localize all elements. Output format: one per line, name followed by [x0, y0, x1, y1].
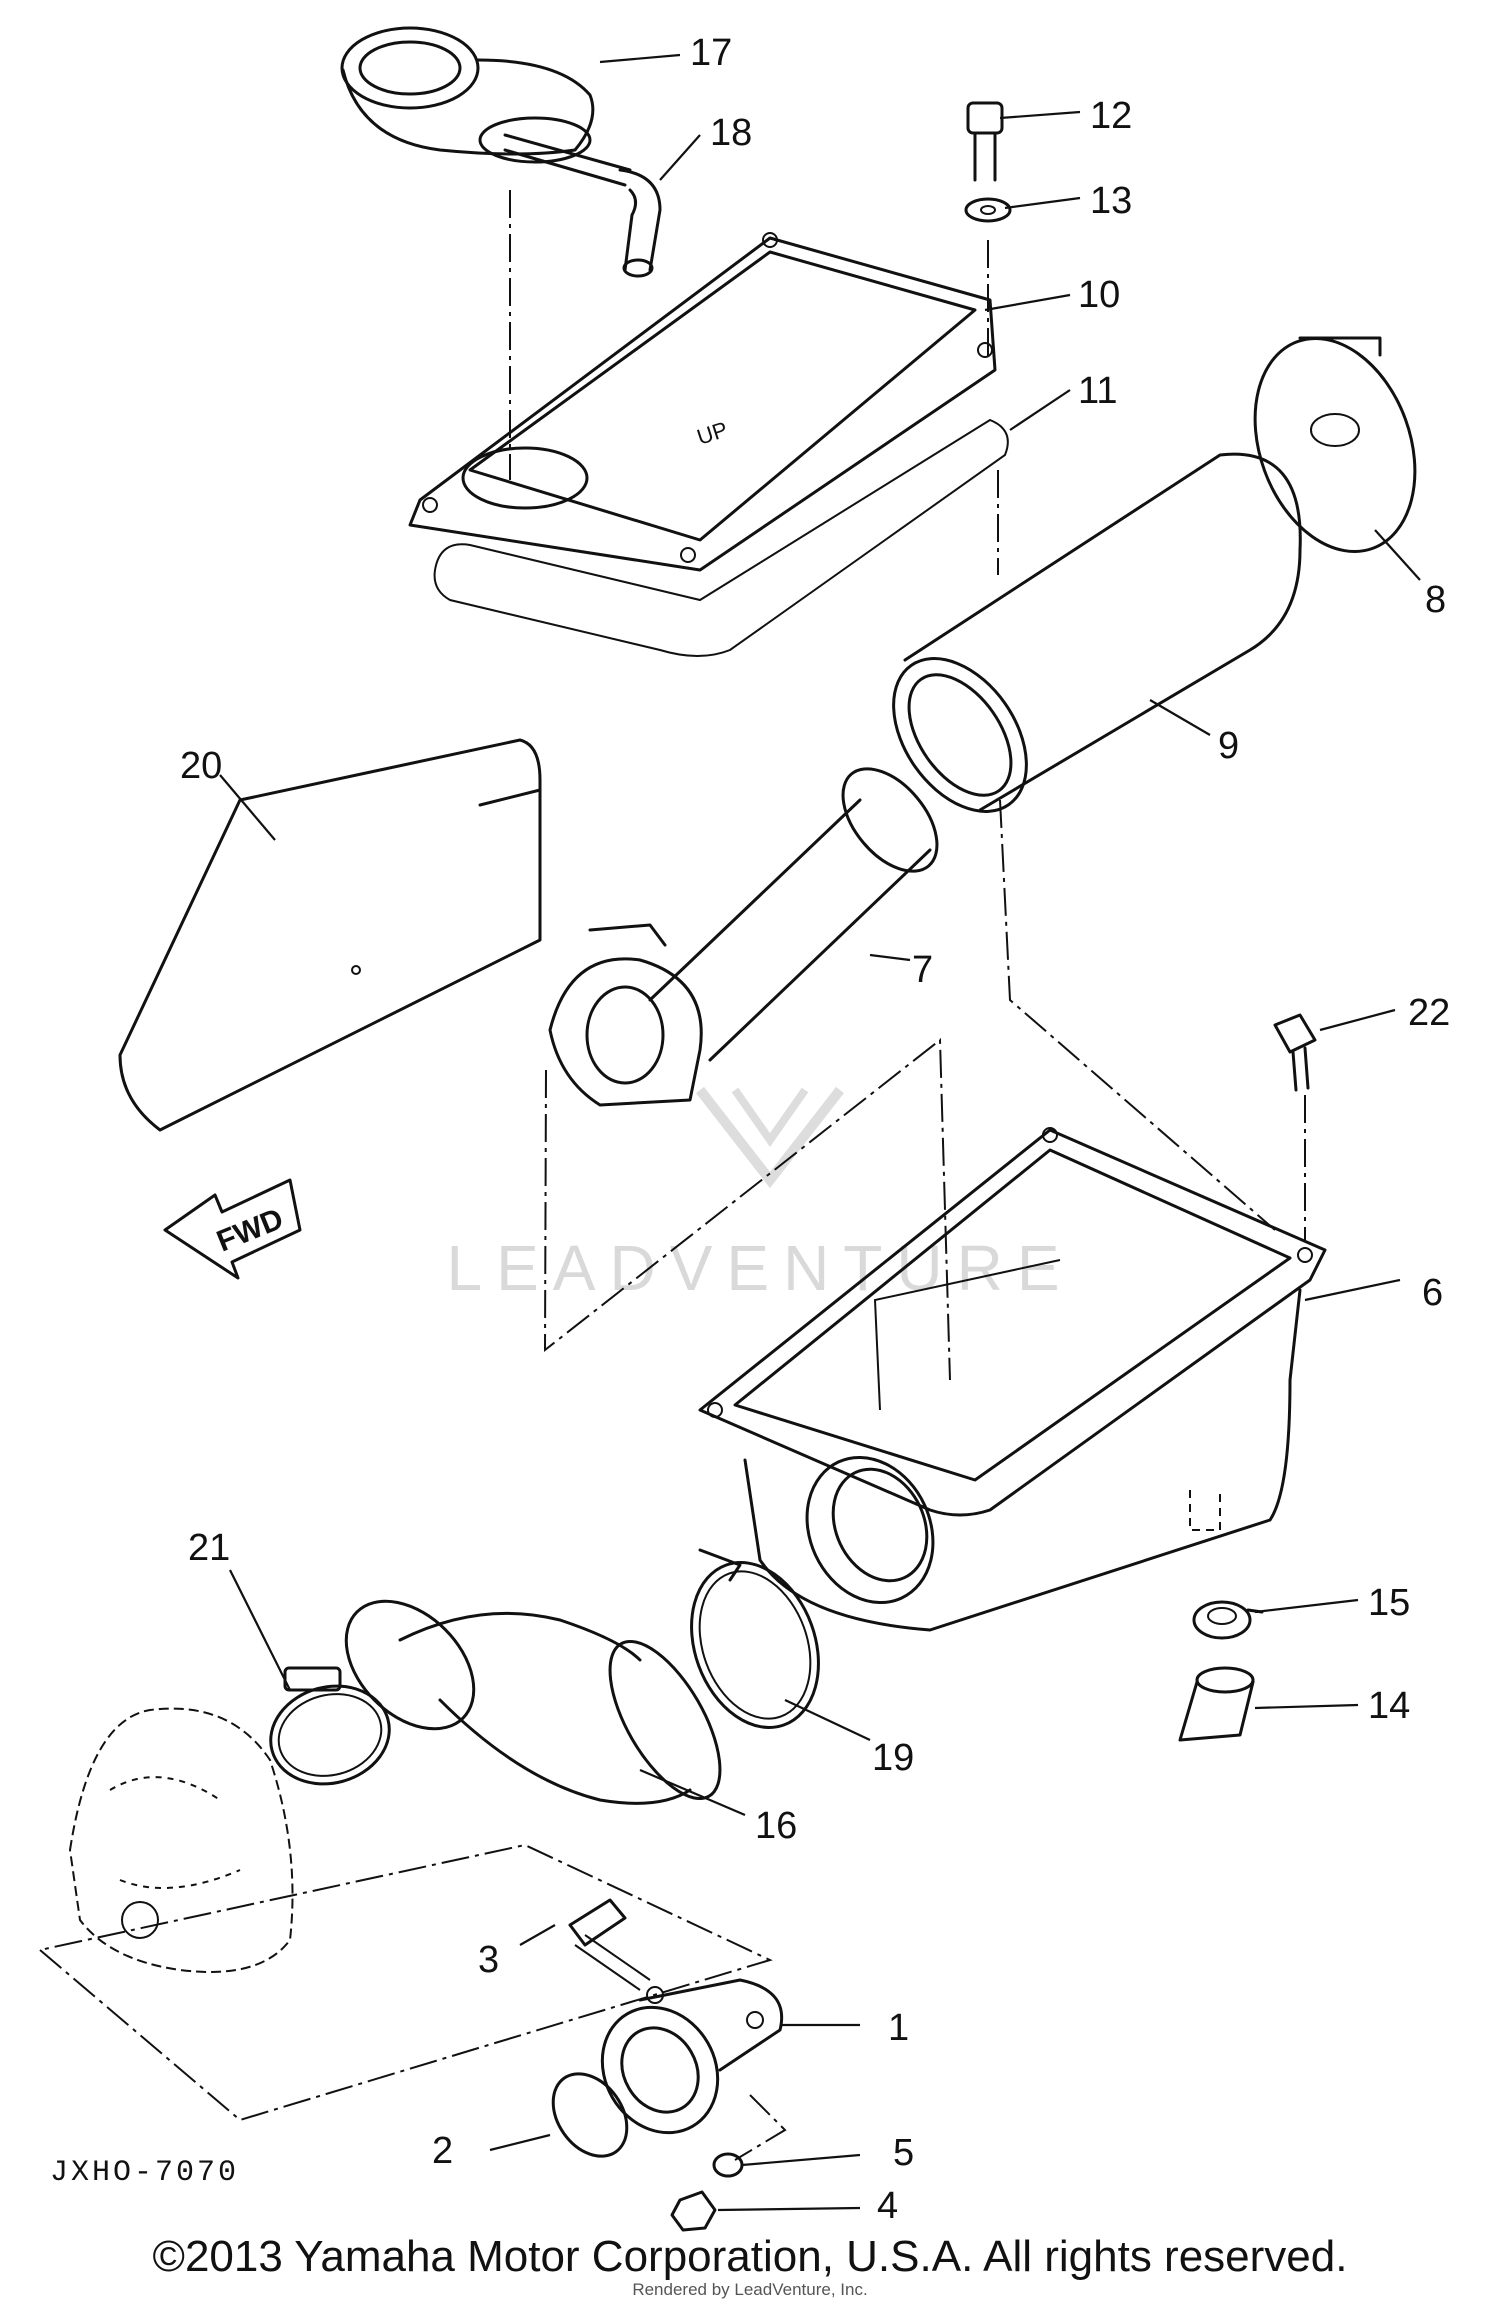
rendered-by-note: Rendered by LeadVenture, Inc. — [632, 2280, 868, 2299]
callout-4: 4 — [877, 2185, 898, 2227]
callout-3: 3 — [478, 1939, 499, 1981]
leader-lines — [219, 53, 1421, 2212]
callout-20: 20 — [180, 745, 222, 787]
callout-14: 14 — [1368, 1685, 1410, 1727]
drawing-reference: JXHO-7070 — [50, 2156, 239, 2190]
callout-5: 5 — [893, 2132, 914, 2174]
callout-7: 7 — [912, 949, 933, 991]
part-3-screw — [568, 1898, 651, 1991]
callout-21: 21 — [188, 1527, 230, 1569]
part-4-nut — [670, 2190, 717, 2232]
callout-15: 15 — [1368, 1582, 1410, 1624]
part-17-intake-duct — [340, 26, 595, 164]
callout-8: 8 — [1425, 579, 1446, 621]
part-18-breather-elbow — [503, 133, 662, 278]
part-11-gasket — [433, 418, 1009, 657]
part-7-joint — [548, 767, 939, 1107]
callout-17: 17 — [690, 32, 732, 74]
part-13-washer — [964, 197, 1012, 223]
part-14-drain-cap — [1178, 1666, 1255, 1742]
part-6-airbox-case — [698, 1127, 1327, 1632]
assembly-lines — [39, 190, 1306, 2161]
callout-1: 1 — [888, 2007, 909, 2049]
watermark: LEADVENTURE — [447, 1086, 1074, 1304]
callout-12: 12 — [1090, 95, 1132, 137]
svg-text:UP: UP — [694, 417, 731, 450]
callout-2: 2 — [432, 2130, 453, 2172]
callout-16: 16 — [755, 1805, 797, 1847]
part-22-bolt — [1273, 1013, 1317, 1092]
part-12-bolt — [966, 101, 1004, 182]
part-8-end-cap — [1253, 336, 1417, 554]
part-9-filter-element — [892, 452, 1302, 813]
callout-19: 19 — [872, 1737, 914, 1779]
callout-22: 22 — [1408, 992, 1450, 1034]
callout-numbers: 1 2 3 4 5 6 7 8 9 10 11 12 13 14 15 16 1… — [180, 32, 1450, 2227]
part-2-o-ring — [551, 2072, 629, 2158]
part-19-hose-clamp — [690, 1548, 820, 1729]
callout-13: 13 — [1090, 180, 1132, 222]
callout-18: 18 — [710, 112, 752, 154]
watermark-text: LEADVENTURE — [447, 1232, 1074, 1304]
copyright-notice: ©2013 Yamaha Motor Corporation, U.S.A. A… — [152, 2232, 1348, 2281]
part-20-side-panel — [118, 738, 542, 1132]
fwd-direction-arrow: FWD — [163, 1178, 302, 1280]
part-1-carburetor-joint — [600, 1978, 784, 2135]
callout-9: 9 — [1218, 725, 1239, 767]
part-15-clip — [1192, 1600, 1264, 1640]
callout-6: 6 — [1422, 1272, 1443, 1314]
part-21-hose-clamp — [269, 1666, 391, 1786]
part-10-cover: UP — [408, 232, 997, 572]
part-16-intake-hose — [344, 1599, 722, 1805]
callout-11: 11 — [1078, 370, 1117, 412]
callout-10: 10 — [1078, 274, 1120, 316]
engine-outline-sketch — [68, 1707, 294, 1973]
